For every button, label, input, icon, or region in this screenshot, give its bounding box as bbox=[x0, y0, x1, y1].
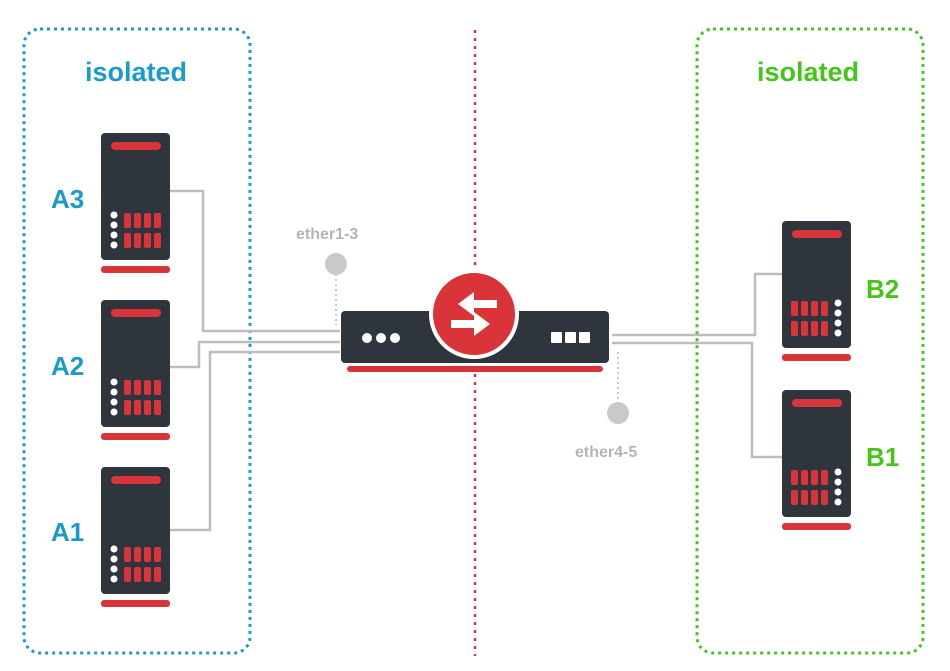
server-tower-icon-b1[interactable] bbox=[782, 390, 851, 530]
zone-left-title: isolated bbox=[85, 57, 187, 87]
host-label-b1: B1 bbox=[866, 442, 899, 472]
port-right-label: ether4-5 bbox=[575, 444, 637, 461]
cable-a3 bbox=[170, 189, 340, 333]
server-tower-icon-a3[interactable] bbox=[101, 133, 170, 273]
host-label-a2: A2 bbox=[51, 351, 84, 381]
port-right-dot bbox=[607, 402, 629, 424]
zone-left-border bbox=[22, 27, 252, 655]
cable-b1 bbox=[612, 341, 783, 459]
server-tower-icon-a1[interactable] bbox=[101, 467, 170, 607]
router-led-dots bbox=[362, 333, 400, 343]
zone-right-title: isolated bbox=[757, 57, 859, 87]
host-label-a1: A1 bbox=[51, 517, 84, 547]
cable-a1 bbox=[170, 350, 340, 532]
host-label-a3: A3 bbox=[51, 184, 84, 214]
cable-b2 bbox=[612, 272, 783, 337]
router-base-bar bbox=[347, 366, 603, 372]
port-left-label: ether1-3 bbox=[296, 226, 358, 243]
router-port-blocks bbox=[551, 332, 590, 343]
zone-right-border bbox=[695, 27, 925, 655]
cables bbox=[170, 189, 783, 532]
switch-arrows-icon bbox=[429, 269, 519, 359]
port-left-dot bbox=[325, 253, 347, 275]
server-tower-icon-a2[interactable] bbox=[101, 300, 170, 440]
cable-a2 bbox=[170, 340, 340, 369]
router-device[interactable] bbox=[341, 269, 609, 372]
host-label-b2: B2 bbox=[866, 274, 899, 304]
server-tower-icon-b2[interactable] bbox=[782, 221, 851, 361]
